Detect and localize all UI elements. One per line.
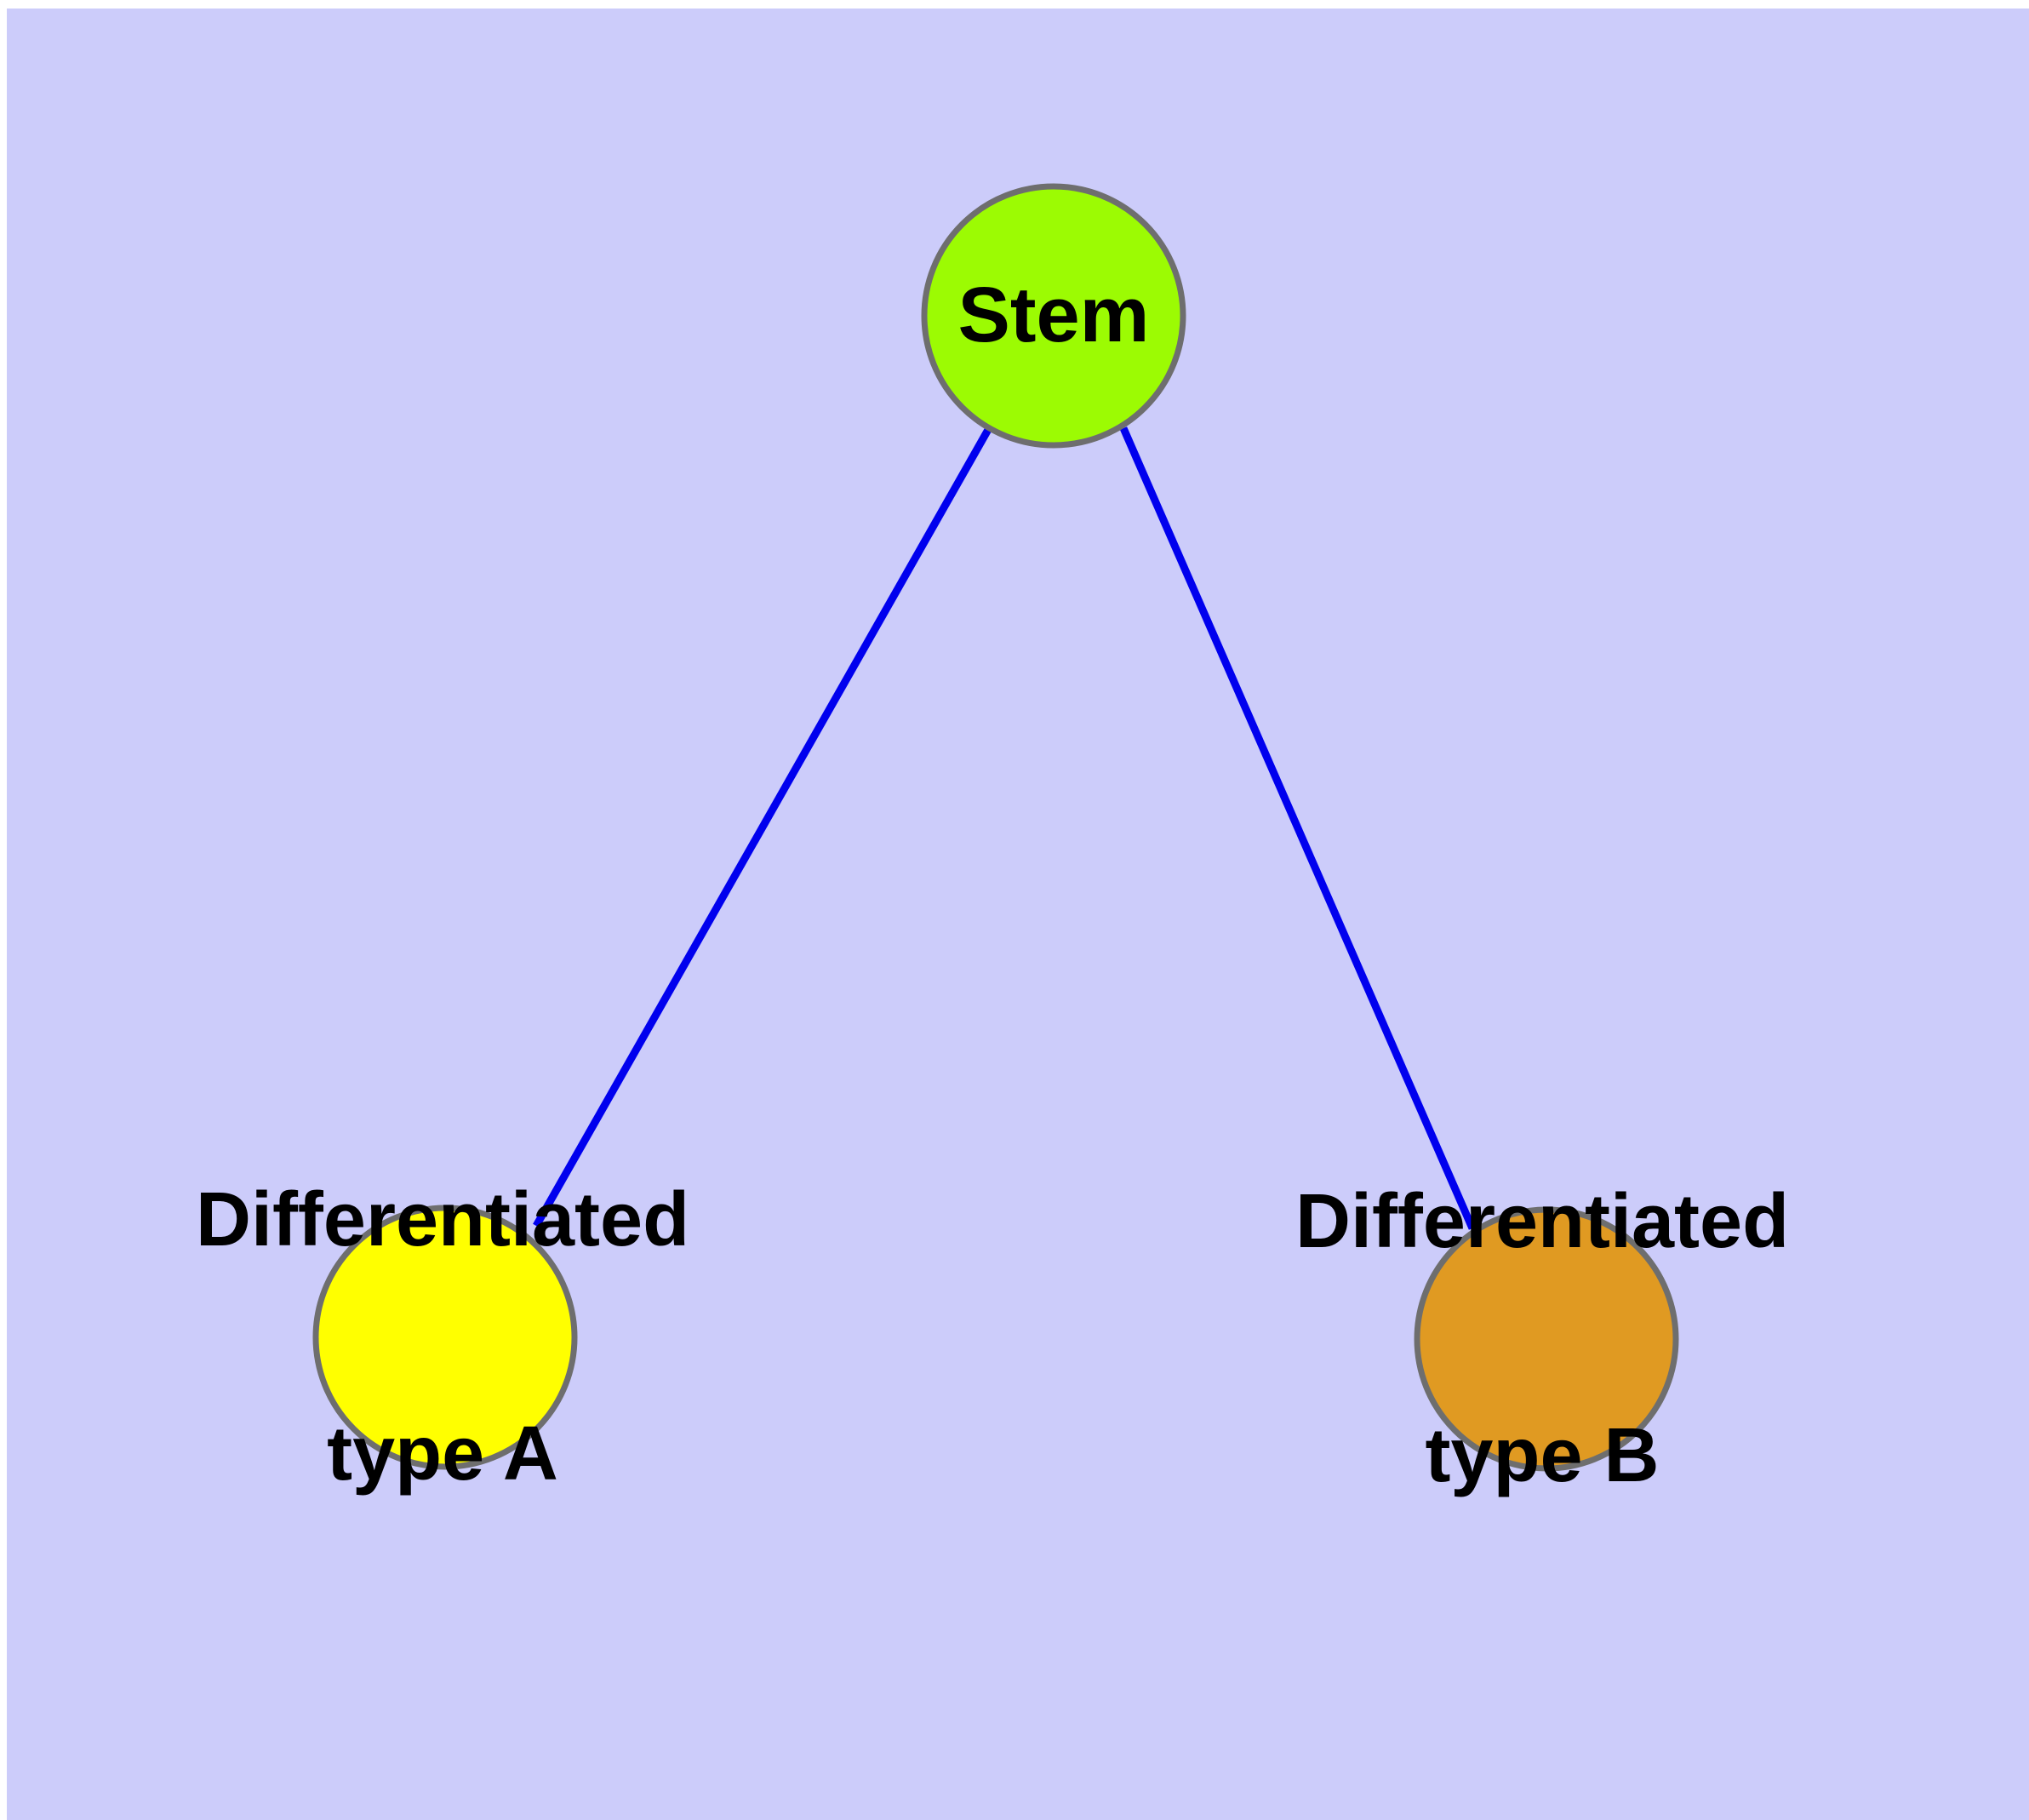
edge-stem-to-diff-b bbox=[1119, 426, 1477, 1230]
node-stem-circle[interactable] bbox=[921, 183, 1186, 449]
node-diff-b-circle[interactable] bbox=[1414, 1206, 1679, 1472]
edge-stem-to-diff-a bbox=[533, 426, 992, 1228]
nodes-layer bbox=[312, 183, 1679, 1472]
edges-layer bbox=[533, 426, 1477, 1230]
node-diff-a-circle[interactable] bbox=[312, 1205, 578, 1470]
